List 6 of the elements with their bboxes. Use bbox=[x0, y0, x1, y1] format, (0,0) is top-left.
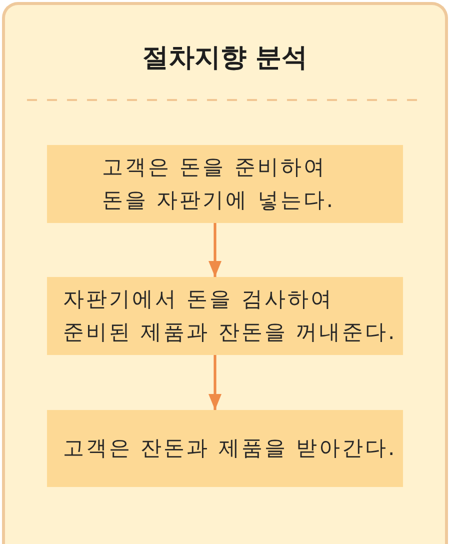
process-box: 고객은 잔돈과 제품을 받아간다. bbox=[47, 410, 403, 487]
process-box: 자판기에서 돈을 검사하여 준비된 제품과 잔돈을 꺼내준다. bbox=[47, 277, 403, 355]
process-box: 고객은 돈을 준비하여 돈을 자판기에 넣는다. bbox=[47, 145, 403, 223]
arrow bbox=[208, 355, 222, 410]
panel-title: 절차지향 분석 bbox=[142, 42, 308, 75]
arrow bbox=[208, 223, 222, 277]
